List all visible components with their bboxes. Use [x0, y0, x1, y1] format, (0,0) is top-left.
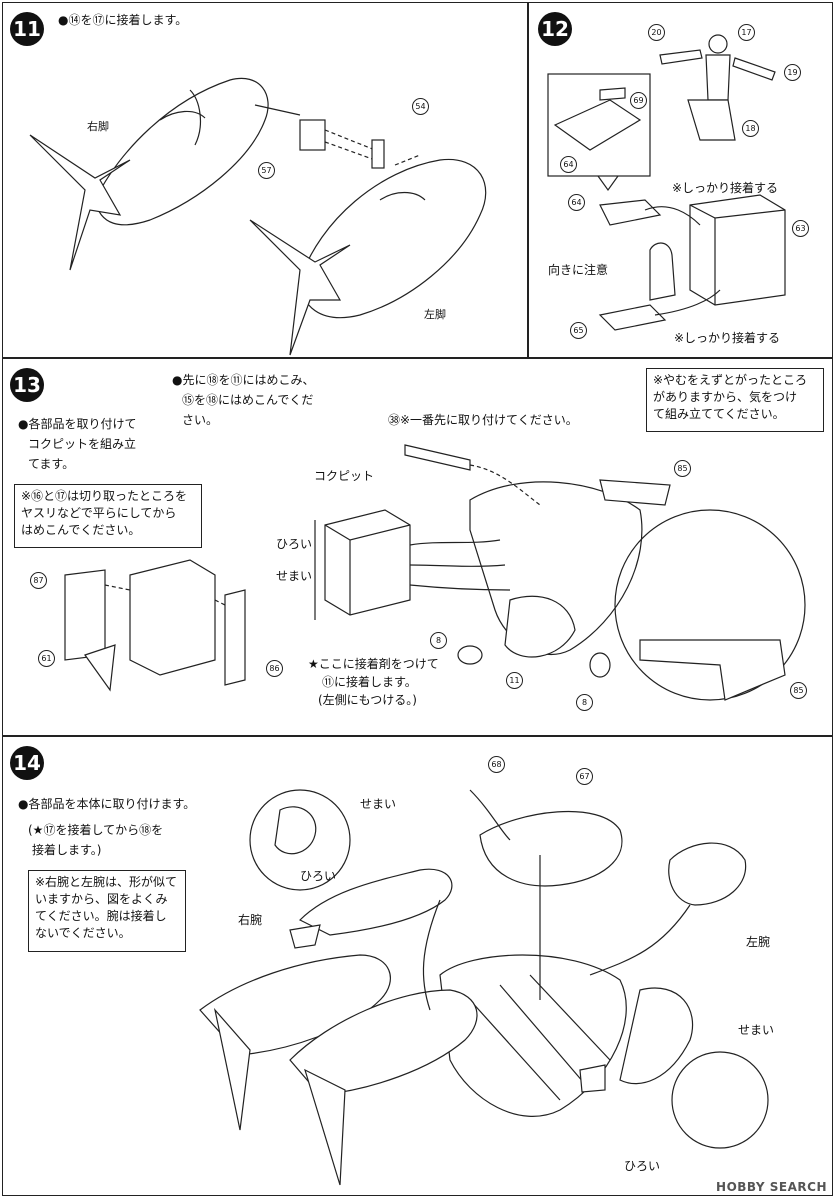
- step13-box-line-3: はめこんでください。: [21, 523, 141, 537]
- part-38: [404, 444, 471, 471]
- step14-box-line-3: てください。腕は接着し: [35, 909, 167, 923]
- glue-note-2: ⑪に接着します。: [322, 675, 417, 689]
- cockpit-box-63: [689, 194, 786, 306]
- wide-label-right-arm: ひろい: [300, 869, 337, 883]
- part-19-marker: 19: [784, 64, 801, 81]
- part-63-marker: 63: [792, 220, 809, 237]
- part-64b-marker: 64: [568, 194, 585, 211]
- step14-box-line-2: いますから、図をよくみ: [35, 892, 168, 906]
- step14-box-line-1: ※右腕と左腕は、形が似て: [35, 875, 178, 889]
- detail-circle-85: [614, 509, 806, 701]
- glue-note-3: (左側にもつける。): [318, 693, 417, 707]
- part-85-detail-marker: 85: [790, 682, 807, 699]
- step13-mid-1: ●先に⑱を⑪にはめこみ、: [172, 373, 315, 387]
- step13-box-line-1: ※⑯と⑰は切り取ったところを: [21, 489, 188, 503]
- part-8-right: [589, 652, 611, 678]
- detail-circle-left-arm: [671, 1051, 769, 1149]
- step13-text-2: コクピットを組み立: [28, 437, 137, 451]
- step14-text-1: ●各部品を本体に取り付けます。: [18, 797, 196, 811]
- part-61-marker: 61: [38, 650, 55, 667]
- note-glue-firmly-1: ※しっかり接着する: [672, 181, 779, 195]
- left-leg-drawing: [249, 154, 487, 356]
- part-85-marker: 85: [674, 460, 691, 477]
- part-65-plate: [598, 304, 667, 331]
- left-arm-drawing: [579, 987, 694, 1093]
- step12-number: 12: [538, 12, 572, 46]
- left-arm-label: 左腕: [746, 935, 771, 949]
- detail-frame-64: [547, 73, 651, 177]
- part-64-detail: [553, 99, 642, 151]
- seated-pilot: [649, 242, 676, 301]
- part-68-marker: 68: [488, 756, 505, 773]
- part-8-right-marker: 8: [576, 694, 593, 711]
- part-11-marker: 11: [506, 672, 523, 689]
- right-arm-drawing: [289, 868, 453, 949]
- part-54-marker: 54: [412, 98, 429, 115]
- cockpit-assembly-left: [64, 559, 246, 692]
- detail-circle-right-arm: [249, 789, 351, 891]
- legs-bottom-drawing: [199, 954, 478, 1186]
- step11-panel: [2, 2, 528, 358]
- step14-arm-note: ※右腕と左腕は、形が似て いますから、図をよくみ てください。腕は接着し ないで…: [28, 870, 186, 952]
- part-65-marker: 65: [570, 322, 587, 339]
- narrow-label: せまい: [276, 569, 313, 583]
- step12-panel: [528, 2, 833, 358]
- pilot-figure: [659, 34, 776, 141]
- step13-sanding-note: ※⑯と⑰は切り取ったところを ヤスリなどで平らにしてから はめこんでください。: [14, 484, 202, 548]
- watermark: HOBBY SEARCH: [716, 1180, 827, 1194]
- part-67-marker: 67: [576, 768, 593, 785]
- step13-caution-note: ※やむをえずとがったところ がありますから、気をつけ て組み立ててください。: [646, 368, 824, 432]
- narrow-label-left-arm: せまい: [738, 1023, 775, 1037]
- step13-text-3: てます。: [28, 457, 75, 471]
- cockpit-label: コクピット: [314, 469, 375, 483]
- head-drawing: [668, 842, 747, 906]
- part-64-marker: 64: [560, 156, 577, 173]
- part-64-plate: [599, 199, 662, 226]
- glue-note-1: ★ここに接着剤をつけて: [308, 657, 439, 671]
- step14-text-2: (★⑰を接着してから⑱を: [28, 823, 164, 837]
- left-leg-label: 左脚: [424, 308, 446, 321]
- step13-mid-2: ⑮を⑱にはめこんでくだ: [182, 393, 314, 407]
- step13-warn-line-1: ※やむをえずとがったところ: [653, 373, 808, 387]
- tip-part-38-first: ㊳※一番先に取り付けてください。: [388, 413, 578, 427]
- step13-box-line-2: ヤスリなどで平らにしてから: [21, 506, 177, 520]
- part-69-marker: 69: [630, 92, 647, 109]
- note-glue-firmly-2: ※しっかり接着する: [674, 331, 781, 345]
- main-body-drawing: [439, 810, 627, 1117]
- step13-warn-line-2: がありますから、気をつけ: [653, 390, 798, 404]
- wide-label: ひろい: [276, 537, 313, 551]
- part-57-marker: 57: [258, 162, 275, 179]
- step13-text-1: ●各部品を取り付けて: [18, 417, 137, 431]
- step14-text-3: 接着します。): [32, 843, 102, 857]
- step13-mid-3: さい。: [182, 413, 219, 427]
- part-17-marker: 17: [738, 24, 755, 41]
- right-leg-drawing: [29, 77, 301, 271]
- right-arm-label: 右腕: [238, 913, 263, 927]
- connector-57: [299, 119, 385, 169]
- step13-number: 13: [10, 368, 44, 402]
- part-18-marker: 18: [742, 120, 759, 137]
- right-leg-label: 右脚: [87, 120, 109, 133]
- note-direction: 向きに注意: [548, 263, 609, 277]
- part-8-left-marker: 8: [430, 632, 447, 649]
- step14-panel: [2, 736, 833, 1196]
- step13-panel: [2, 358, 833, 736]
- step13-warn-line-3: て組み立ててください。: [653, 407, 785, 421]
- part-20-marker: 20: [648, 24, 665, 41]
- body-shell-11: [469, 479, 671, 658]
- step11-number: 11: [10, 12, 44, 46]
- step14-number: 14: [10, 746, 44, 780]
- step11-instruction: ●⑭を⑰に接着します。: [58, 13, 188, 27]
- cockpit-center: [314, 509, 411, 620]
- part-8-left: [457, 645, 483, 665]
- part-86-marker: 86: [266, 660, 283, 677]
- step14-box-line-4: ないでください。: [35, 926, 131, 940]
- part-87-marker: 87: [30, 572, 47, 589]
- part-69-detail: [599, 87, 626, 101]
- narrow-label-right-arm: せまい: [360, 797, 397, 811]
- wide-label-left-arm: ひろい: [624, 1159, 661, 1173]
